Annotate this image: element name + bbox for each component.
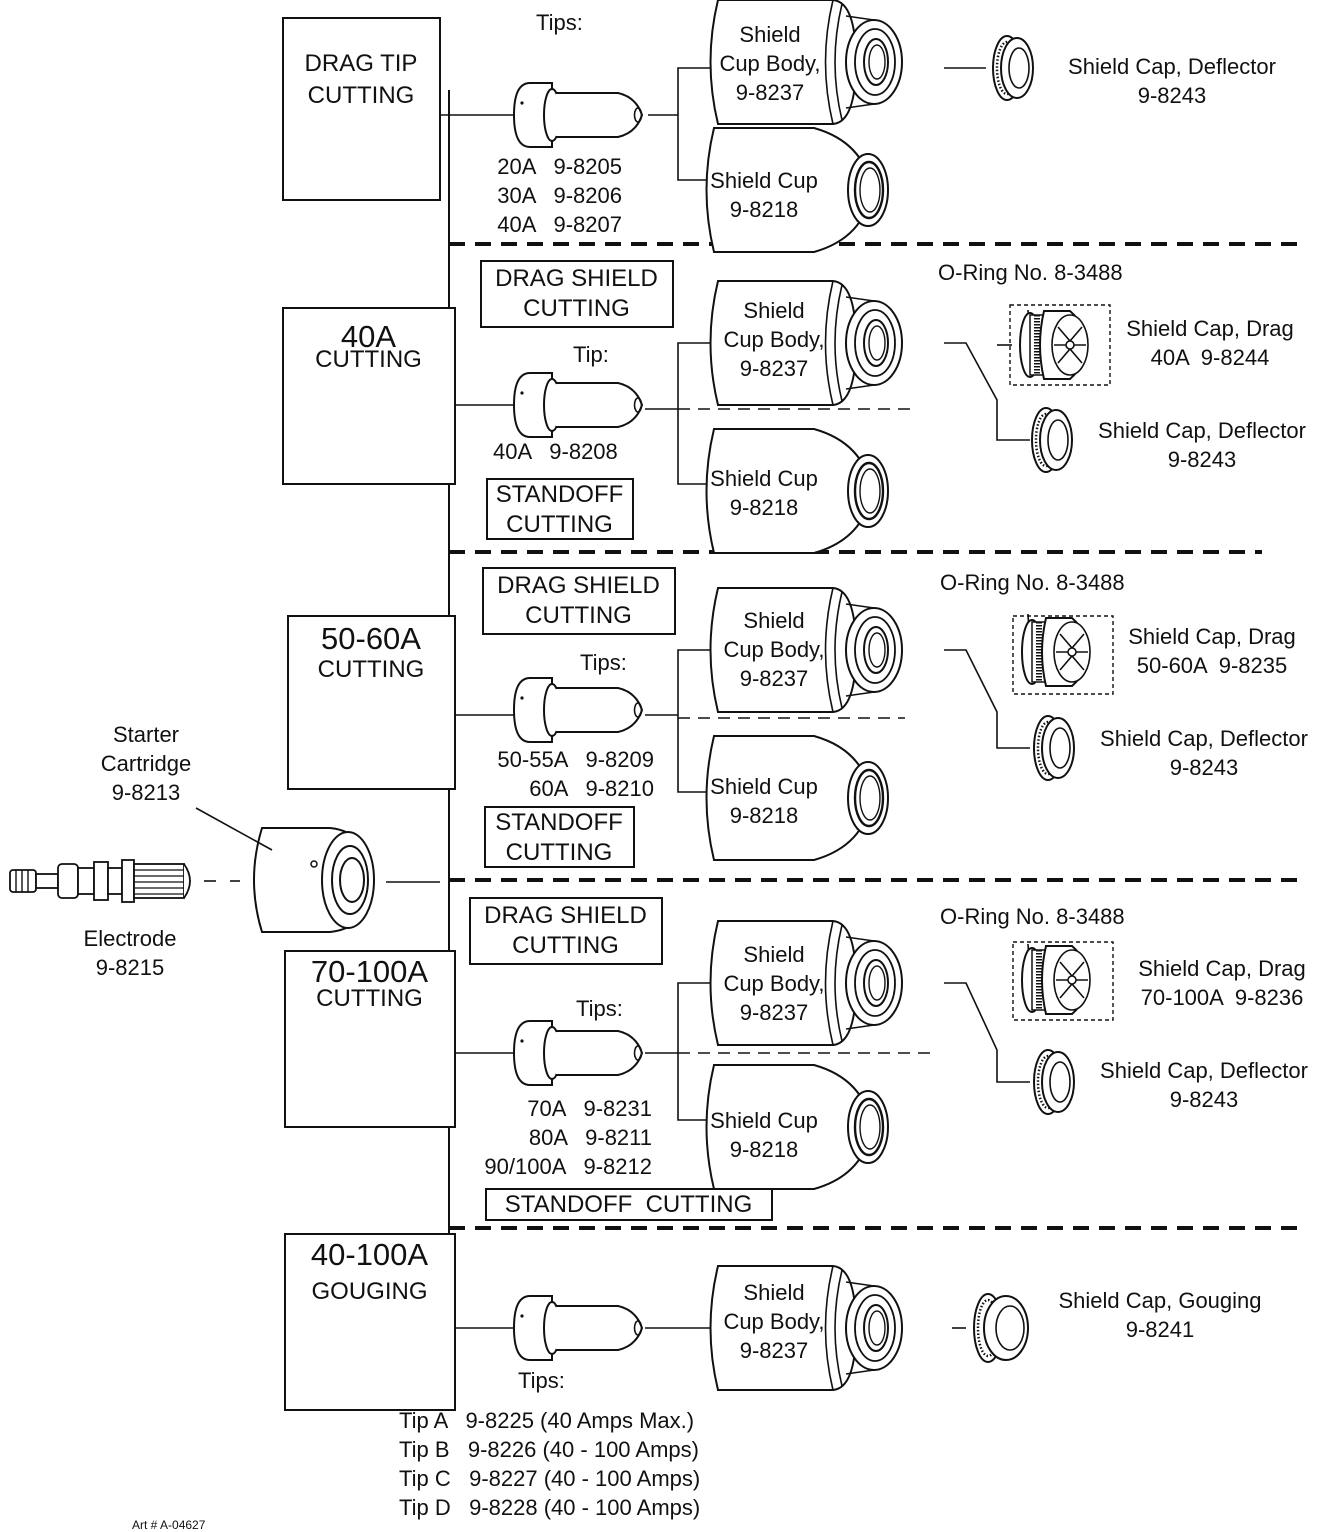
- shield-cup-body-label-row3: Shield Cup Body, 9-8237: [723, 608, 825, 691]
- tips-heading-row5: Tips:: [518, 1368, 565, 1393]
- gouging-cap-label: Shield Cap, Gouging 9-8241: [1058, 1288, 1262, 1342]
- deflector-label-row2: Shield Cap, Deflector 9-8243: [1098, 418, 1306, 472]
- mode-box-70-100a: 70-100A CUTTING: [284, 950, 456, 1128]
- deflector-label-row1: Shield Cap, Deflector 9-8243: [1068, 54, 1276, 108]
- mode-drag-tip-line2: CUTTING: [307, 82, 415, 109]
- standoff-box-row4: STANDOFF CUTTING: [485, 1188, 773, 1221]
- mode-40a-line2: CUTTING: [315, 346, 422, 373]
- tip-list-row3: 50-55A 9-8209 60A 9-8210: [497, 747, 654, 801]
- mode-40a-amps: 40A: [340, 319, 397, 354]
- gouging-cap-row5: [972, 1292, 1030, 1364]
- drag-shield-box-row4: DRAG SHIELD CUTTING: [469, 897, 663, 965]
- mode-gouging-amps: 40-100A: [310, 1237, 429, 1272]
- tip-list-row2: 40A 9-8208: [493, 439, 618, 464]
- drag-cap-label-row3: Shield Cap, Drag 50-60A 9-8235: [1128, 624, 1296, 678]
- art-number: Art # A-04627: [132, 1518, 206, 1532]
- shield-cup-body-label-row5: Shield Cup Body, 9-8237: [723, 1280, 825, 1363]
- drag-shield-box-row3: DRAG SHIELD CUTTING: [482, 567, 676, 635]
- electrode-label: Electrode 9-8215: [83, 926, 177, 980]
- tip-part-row4: [513, 1020, 643, 1086]
- mode-50-60a-line2: CUTTING: [317, 656, 425, 683]
- oring-label-row2: O-Ring No. 8-3488: [938, 260, 1123, 285]
- drag-cap-row2: [1020, 311, 1088, 379]
- shield-cup-label-row3: Shield Cup 9-8218: [710, 774, 818, 828]
- mode-box-40a: 40A CUTTING: [282, 307, 456, 485]
- tip-part-row3: [513, 677, 643, 743]
- shield-cup-label-row1: Shield Cup 9-8218: [710, 168, 818, 222]
- tip-part-row1: [513, 82, 643, 148]
- drag-shield-label-row3: DRAG SHIELD CUTTING: [497, 572, 660, 629]
- gouging-tip-list: Tip A 9-8225 (40 Amps Max.) Tip B 9-8226…: [399, 1408, 701, 1520]
- deflector-cap-row2: [1030, 406, 1074, 474]
- drag-shield-label-row4: DRAG SHIELD CUTTING: [484, 902, 647, 959]
- mode-box-50-60a: 50-60A CUTTING: [287, 615, 456, 790]
- standoff-label-row2: STANDOFF CUTTING: [495, 481, 624, 538]
- oring-label-row4: O-Ring No. 8-3488: [940, 904, 1125, 929]
- standoff-label-row3: STANDOFF CUTTING: [495, 809, 623, 866]
- tip-part-row2: [513, 372, 643, 438]
- electrode-part: [9, 859, 191, 903]
- mode-gouging-line2: GOUGING: [311, 1278, 428, 1305]
- drag-shield-box-row2: DRAG SHIELD CUTTING: [480, 260, 674, 328]
- mode-50-60a-amps: 50-60A: [321, 621, 421, 656]
- deflector-label-row3: Shield Cap, Deflector 9-8243: [1100, 726, 1308, 780]
- drag-cap-label-row2: Shield Cap, Drag 40A 9-8244: [1126, 316, 1294, 370]
- oring-label-row3: O-Ring No. 8-3488: [940, 570, 1125, 595]
- tips-heading-row4: Tips:: [576, 996, 623, 1021]
- drag-cap-row3: [1022, 618, 1090, 686]
- shield-cup-label-row2: Shield Cup 9-8218: [710, 466, 818, 520]
- standoff-box-row2: STANDOFF CUTTING: [486, 478, 634, 540]
- mode-box-drag-tip: DRAG TIP CUTTING: [282, 17, 441, 201]
- shield-cup-body-label-row1: Shield Cup Body, 9-8237: [719, 22, 821, 105]
- mode-70-100a-line2: CUTTING: [316, 985, 423, 1012]
- mode-drag-tip-line1: DRAG TIP: [304, 50, 418, 77]
- standoff-label-row4: STANDOFF CUTTING: [504, 1191, 753, 1218]
- starter-label: Starter Cartridge 9-8213: [100, 722, 192, 805]
- tip-list-row4: 70A 9-8231 80A 9-8211 90/100A 9-8212: [484, 1096, 652, 1179]
- starter-cartridge-part: [253, 827, 375, 933]
- mode-box-gouging: 40-100A GOUGING: [284, 1233, 456, 1411]
- tip-part-row5: [513, 1295, 643, 1361]
- deflector-label-row4: Shield Cap, Deflector 9-8243: [1100, 1058, 1308, 1112]
- tip-heading-row2: Tip:: [573, 342, 609, 367]
- tip-list-row1: 20A 9-8205 30A 9-8206 40A 9-8207: [497, 154, 622, 237]
- deflector-cap-row1: [991, 34, 1035, 102]
- deflector-cap-row3: [1032, 714, 1076, 782]
- drag-cap-label-row4: Shield Cap, Drag 70-100A 9-8236: [1138, 956, 1306, 1010]
- drag-cap-row4: [1022, 946, 1090, 1014]
- tips-heading-row3: Tips:: [580, 650, 627, 675]
- mode-70-100a-amps: 70-100A: [310, 954, 429, 989]
- drag-shield-label-row2: DRAG SHIELD CUTTING: [495, 265, 658, 322]
- tips-heading-row1: Tips:: [536, 10, 583, 35]
- shield-cup-body-label-row4: Shield Cup Body, 9-8237: [723, 942, 825, 1025]
- shield-cup-body-label-row2: Shield Cup Body, 9-8237: [723, 298, 825, 381]
- shield-cup-label-row4: Shield Cup 9-8218: [710, 1108, 818, 1162]
- standoff-box-row3: STANDOFF CUTTING: [484, 806, 635, 868]
- deflector-cap-row4: [1032, 1048, 1076, 1116]
